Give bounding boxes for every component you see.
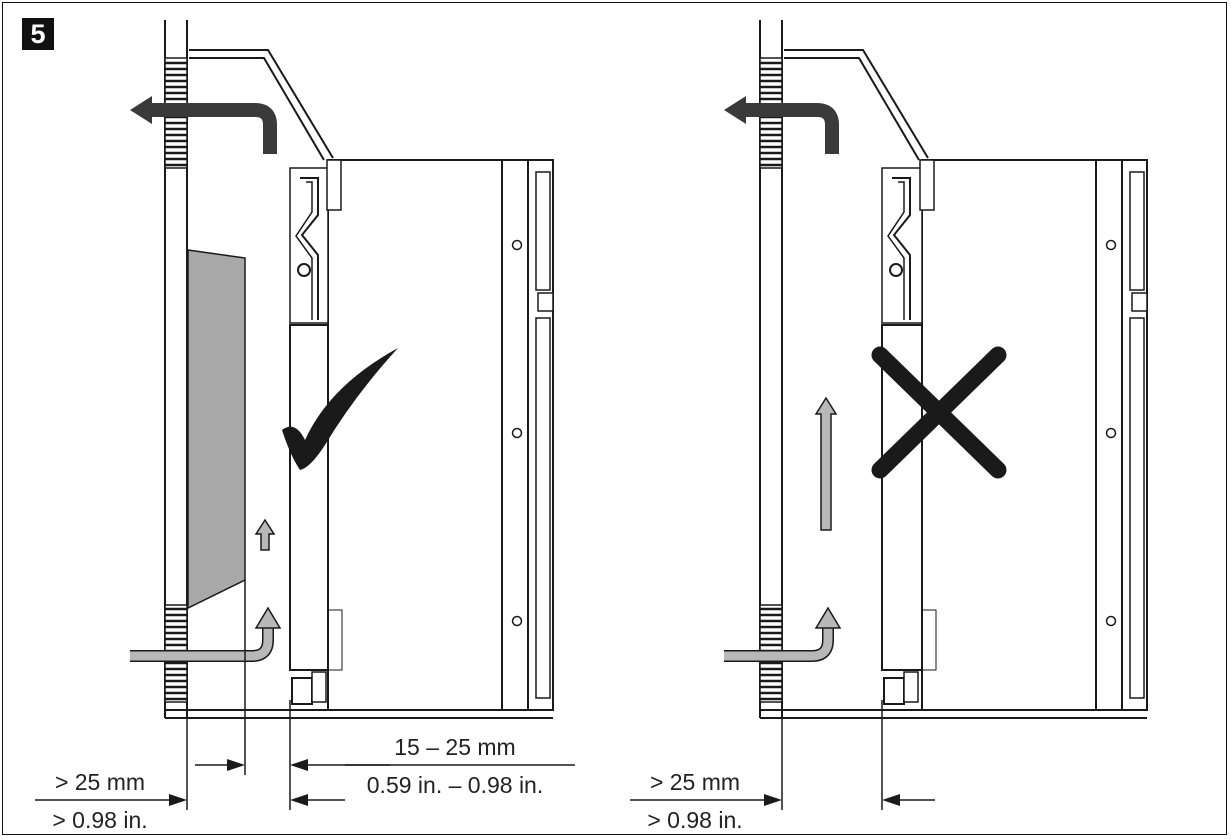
gap-label-in-left: > 0.98 in.: [52, 807, 147, 833]
cross-icon: [871, 346, 1007, 479]
figure-number-badge: 5: [22, 18, 54, 50]
mounting-bracket-right: [784, 49, 929, 161]
air-inlet-arrowhead-left: [254, 606, 282, 629]
left-panel: > 25 mm > 0.98 in. 15 – 25 mm 0.59 in. –…: [35, 20, 575, 833]
appliance-right: [881, 159, 1148, 711]
long-up-arrow-right: [814, 396, 838, 531]
gray-wall-panel: [187, 249, 246, 610]
gap-label-mm-right: > 25 mm: [650, 769, 740, 795]
mounting-bracket-left: [189, 49, 334, 161]
small-up-arrow-left: [254, 518, 276, 551]
appliance-left: [289, 159, 554, 711]
air-outlet-arrow-left: [150, 103, 277, 154]
gap-label-in-right: > 0.98 in.: [647, 807, 742, 833]
gap-label-mm-left: > 25 mm: [55, 769, 145, 795]
air-outlet-arrowhead-left: [130, 96, 152, 124]
air-inlet-arrowhead-right: [814, 606, 842, 629]
dimension-lines-left: [35, 580, 575, 810]
air-outlet-arrow-right: [745, 103, 839, 154]
spacing-label-in: 0.59 in. – 0.98 in.: [367, 772, 543, 798]
right-panel: > 25 mm > 0.98 in.: [630, 20, 1148, 833]
air-outlet-arrowhead-right: [724, 96, 746, 124]
wall-left: [164, 20, 188, 718]
dimension-lines-right: [630, 700, 935, 810]
checkmark-icon: [282, 348, 398, 470]
spacing-label-mm: 15 – 25 mm: [394, 734, 515, 760]
wall-right: [759, 20, 783, 718]
